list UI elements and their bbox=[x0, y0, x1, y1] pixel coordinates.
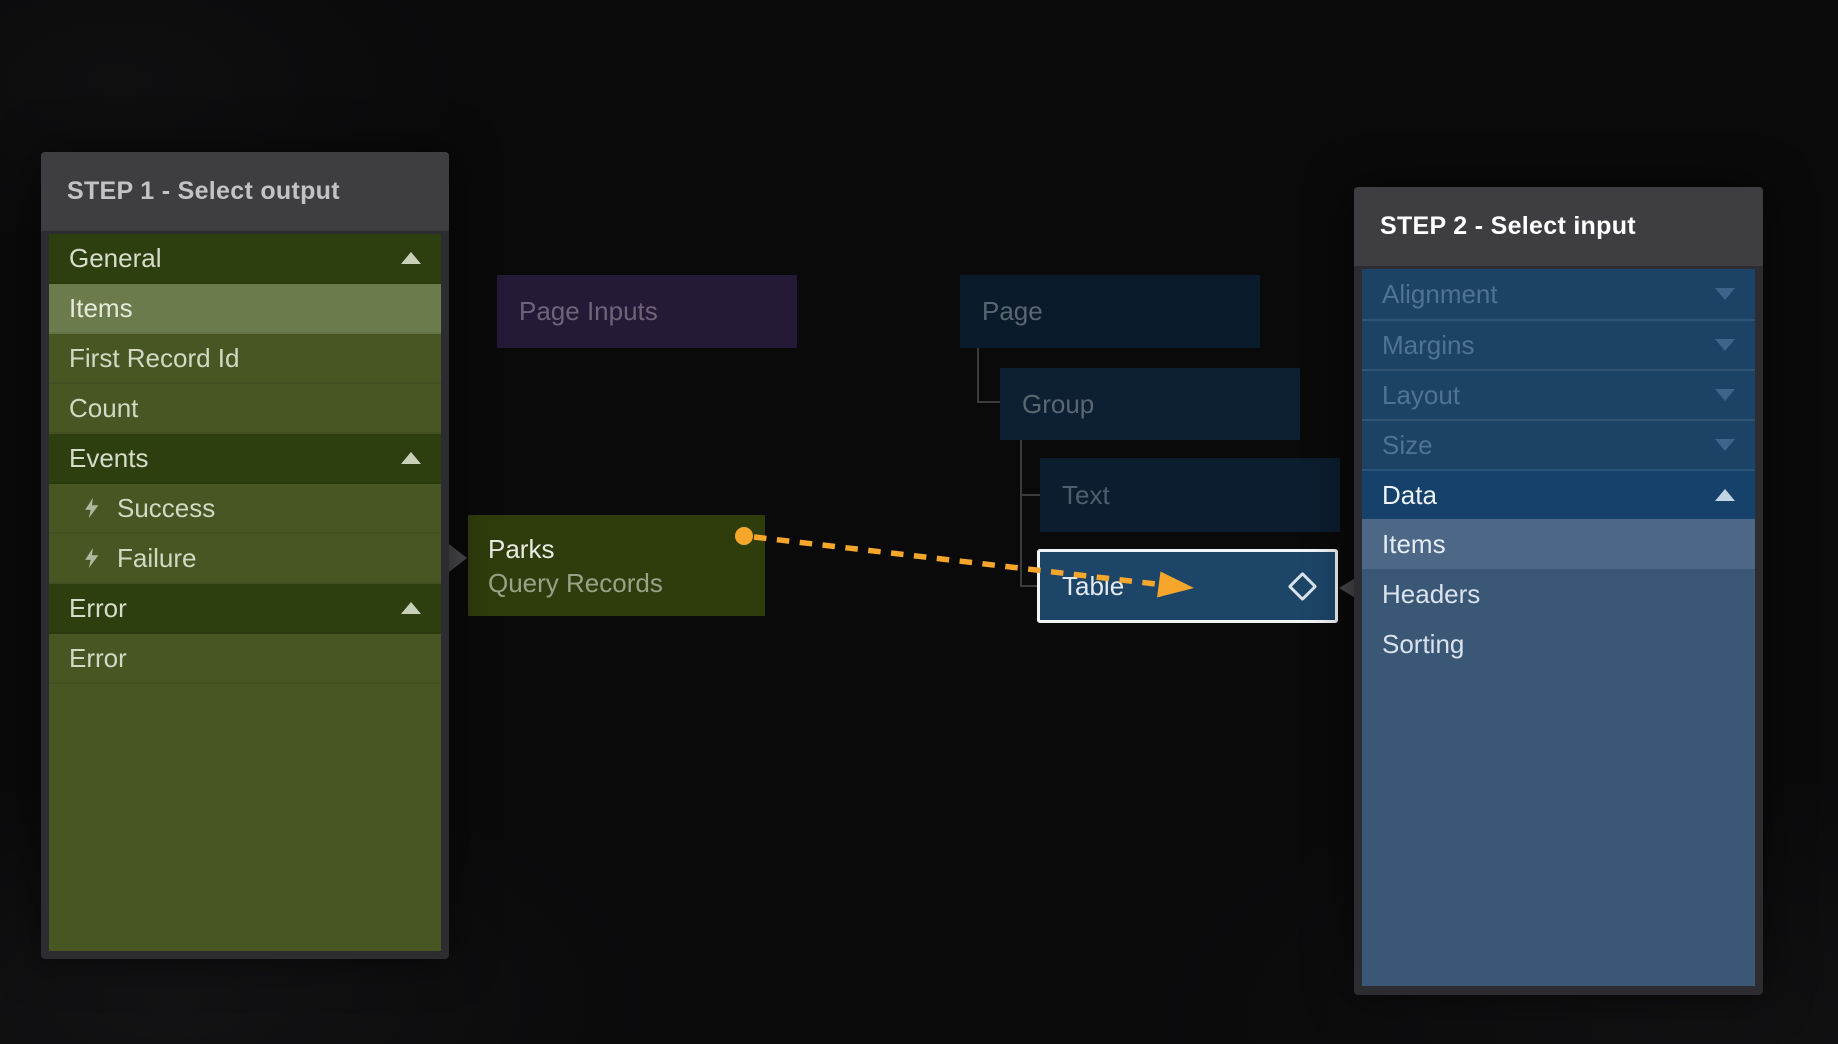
node-page-inputs[interactable]: Page Inputs bbox=[497, 275, 797, 348]
row-headers[interactable]: Headers bbox=[1362, 569, 1755, 619]
step2-title: STEP 2 - Select input bbox=[1380, 212, 1636, 240]
row-success[interactable]: Success bbox=[49, 484, 441, 534]
tree-connector bbox=[1020, 440, 1022, 587]
node-group[interactable]: Group bbox=[1000, 368, 1300, 440]
chevron-up-icon bbox=[1715, 489, 1735, 501]
row-label: Error bbox=[69, 642, 127, 673]
row-events[interactable]: Events bbox=[49, 434, 441, 484]
tree-connector bbox=[977, 401, 1000, 403]
chevron-down-icon bbox=[1715, 288, 1735, 300]
node-text[interactable]: Text bbox=[1040, 458, 1340, 532]
row-label: Count bbox=[69, 392, 139, 423]
node-label: Text bbox=[1062, 479, 1110, 510]
step2-header: STEP 2 - Select input bbox=[1354, 187, 1763, 266]
row-general[interactable]: General bbox=[49, 234, 441, 284]
row-first-record-id[interactable]: First Record Id bbox=[49, 334, 441, 384]
node-table[interactable]: Table bbox=[1037, 549, 1338, 623]
diamond-icon bbox=[1287, 571, 1318, 601]
row-label: Success bbox=[117, 492, 216, 523]
row-label: Failure bbox=[117, 542, 197, 573]
node-label: Page bbox=[982, 296, 1043, 326]
row-alignment[interactable]: Alignment bbox=[1362, 269, 1755, 319]
row-label: Headers bbox=[1382, 578, 1481, 609]
row-label: Items bbox=[1382, 528, 1446, 559]
row-label: Events bbox=[69, 442, 149, 473]
row-error-header[interactable]: Error bbox=[49, 584, 441, 634]
row-label: Error bbox=[69, 592, 127, 623]
chevron-down-icon bbox=[1715, 339, 1735, 351]
row-label: General bbox=[69, 242, 162, 273]
row-error[interactable]: Error bbox=[49, 634, 441, 684]
row-failure[interactable]: Failure bbox=[49, 534, 441, 584]
row-sorting[interactable]: Sorting bbox=[1362, 619, 1755, 669]
step1-title: STEP 1 - Select output bbox=[67, 177, 340, 205]
lightning-bolt-icon bbox=[85, 547, 99, 569]
node-label: Group bbox=[1022, 388, 1095, 419]
row-items[interactable]: Items bbox=[49, 284, 441, 334]
node-label: Table bbox=[1062, 570, 1125, 601]
node-title: Parks bbox=[488, 533, 555, 564]
row-label: Sorting bbox=[1382, 628, 1465, 659]
row-items[interactable]: Items bbox=[1362, 519, 1755, 569]
tree-connector bbox=[1020, 494, 1040, 496]
row-label: Data bbox=[1382, 479, 1437, 510]
step1-panel: STEP 1 - Select output General Items Fir… bbox=[41, 152, 449, 959]
step1-header: STEP 1 - Select output bbox=[41, 152, 449, 231]
tree-connector bbox=[977, 348, 979, 403]
node-subtitle: Query Records bbox=[488, 567, 663, 598]
row-label: Alignment bbox=[1382, 278, 1498, 309]
tree-connector bbox=[1020, 585, 1037, 587]
chevron-up-icon bbox=[401, 602, 421, 614]
chevron-up-icon bbox=[401, 252, 421, 264]
chevron-down-icon bbox=[1715, 389, 1735, 401]
row-count[interactable]: Count bbox=[49, 384, 441, 434]
step2-panel: STEP 2 - Select input Alignment Margins … bbox=[1354, 187, 1763, 995]
row-label: Margins bbox=[1382, 329, 1475, 360]
node-parks-query-records[interactable]: Parks Query Records bbox=[468, 515, 765, 616]
lightning-bolt-icon bbox=[85, 497, 99, 519]
row-label: Size bbox=[1382, 429, 1433, 460]
chevron-down-icon bbox=[1715, 439, 1735, 451]
step1-list: General Items First Record Id Count Even… bbox=[49, 234, 441, 951]
row-label: First Record Id bbox=[69, 342, 240, 373]
row-label: Layout bbox=[1382, 379, 1461, 410]
row-margins[interactable]: Margins bbox=[1362, 319, 1755, 369]
node-label: Page Inputs bbox=[519, 296, 658, 326]
row-layout[interactable]: Layout bbox=[1362, 369, 1755, 419]
node-page[interactable]: Page bbox=[960, 275, 1260, 348]
row-label: Items bbox=[69, 292, 133, 323]
step2-list: Alignment Margins Layout Size Data Items… bbox=[1362, 269, 1755, 986]
row-size[interactable]: Size bbox=[1362, 419, 1755, 469]
chevron-up-icon bbox=[401, 452, 421, 464]
row-data[interactable]: Data bbox=[1362, 469, 1755, 519]
